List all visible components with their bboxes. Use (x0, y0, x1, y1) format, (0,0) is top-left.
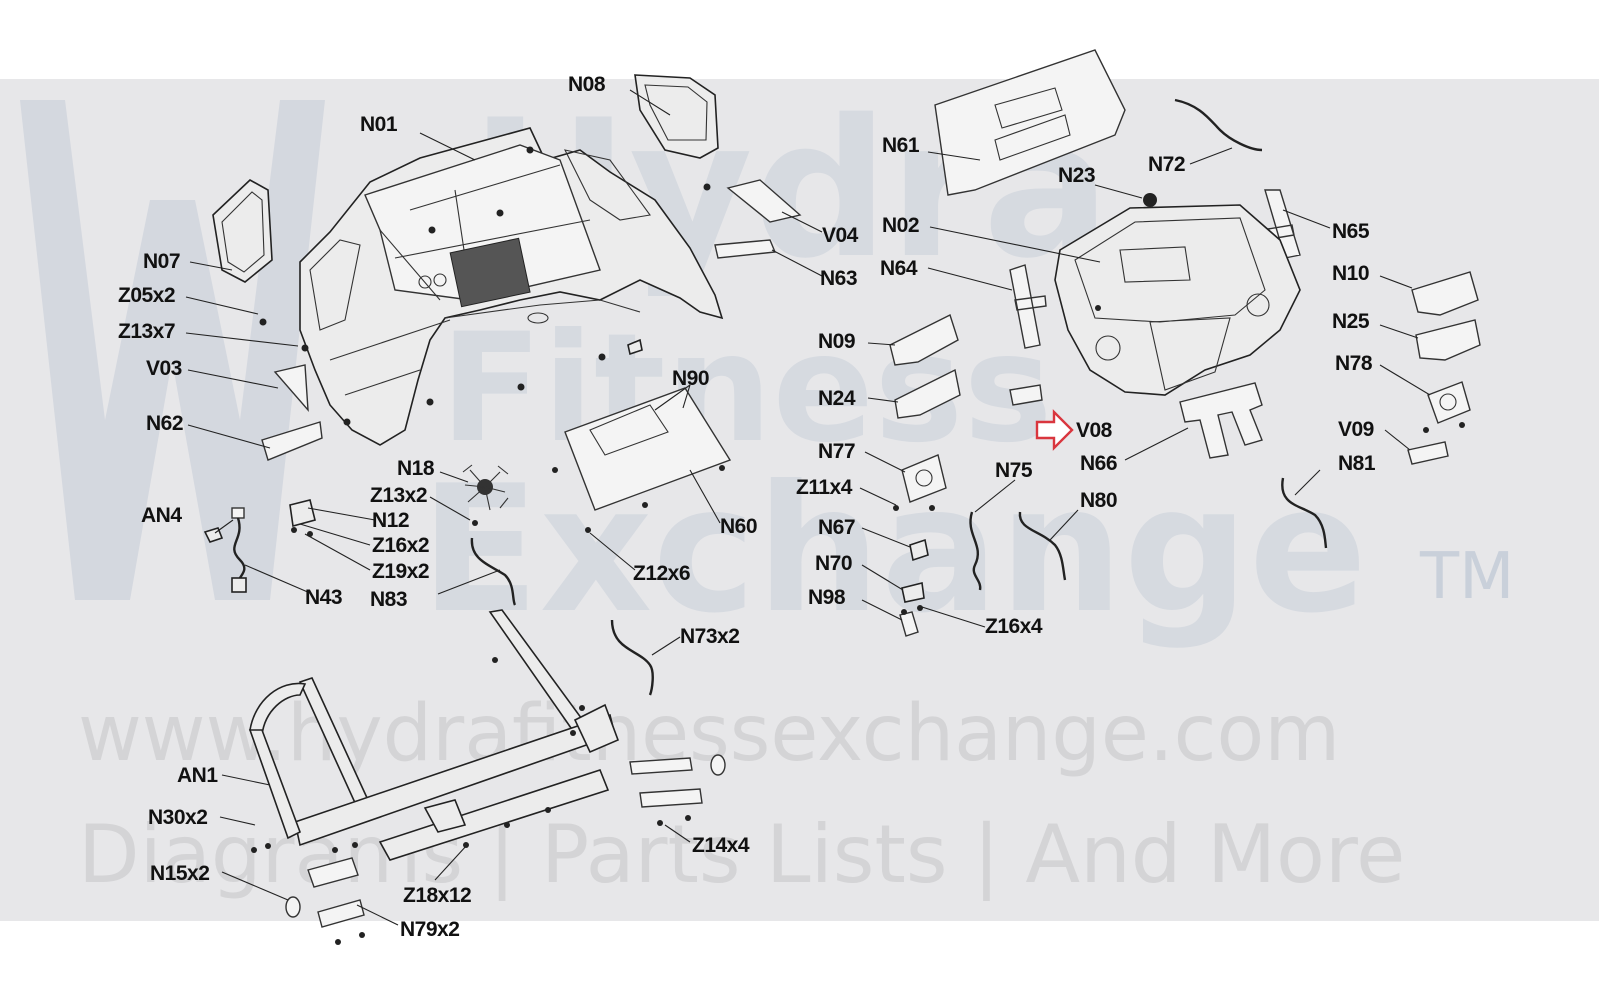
part-n09 (889, 314, 959, 366)
part-n61-overlay (934, 49, 1126, 196)
watermark-line3: Exchange (420, 449, 1367, 652)
label-n09: N09 (818, 330, 855, 353)
label-n90: N90 (672, 367, 709, 390)
part-n60-board (564, 338, 732, 511)
screws (251, 146, 1465, 945)
label-z11x4: Z11x4 (796, 476, 853, 499)
part-n75-cable (969, 511, 982, 591)
label-n61: N61 (882, 134, 920, 157)
label-n80: N80 (1080, 489, 1117, 512)
label-n67: N67 (818, 516, 855, 539)
label-z16x4: Z16x4 (985, 615, 1043, 638)
part-n78 (1427, 381, 1471, 424)
part-n02-console (1054, 204, 1301, 396)
label-n98: N98 (808, 586, 846, 609)
label-n25: N25 (1332, 310, 1370, 333)
label-n60: N60 (720, 515, 757, 538)
label-z16x2: Z16x2 (372, 534, 429, 557)
label-z13x7: Z13x7 (118, 320, 175, 343)
part-an1-frame (248, 609, 620, 861)
label-n08: N08 (568, 73, 606, 96)
part-z14-a (629, 757, 693, 775)
label-n70: N70 (815, 552, 852, 575)
part-endcap (710, 754, 726, 776)
label-n23: N23 (1058, 164, 1095, 187)
part-v03 (273, 364, 309, 413)
label-n24: N24 (818, 387, 856, 410)
part-n62 (261, 421, 323, 461)
label-n43: N43 (305, 586, 342, 609)
watermark-url: www.hydrafitnessexchange.com (78, 689, 1340, 779)
label-n18: N18 (397, 457, 435, 480)
label-n07: N07 (143, 250, 180, 273)
part-n07-cup (212, 179, 273, 283)
label-v03: V03 (146, 357, 182, 380)
part-n77 (901, 454, 947, 503)
label-n79x2: N79x2 (400, 918, 459, 941)
part-n83-cable (470, 537, 517, 606)
part-v08 (1009, 384, 1043, 406)
part-n73-cable (610, 619, 654, 696)
label-v09: V09 (1338, 418, 1374, 441)
label-n15x2: N15x2 (150, 862, 209, 885)
part-n25 (1415, 319, 1481, 361)
label-v04: V04 (822, 224, 859, 247)
label-v08: V08 (1076, 419, 1113, 442)
part-n98 (899, 611, 919, 637)
part-n79-b (317, 899, 365, 928)
label-n02: N02 (882, 214, 919, 237)
label-n72: N72 (1148, 153, 1185, 176)
part-n08-cup (634, 74, 719, 159)
label-n65: N65 (1332, 220, 1370, 243)
label-z19x2: Z19x2 (372, 560, 429, 583)
label-z18x12: Z18x12 (403, 884, 471, 907)
part-v04 (726, 179, 802, 223)
label-n10: N10 (1332, 262, 1369, 285)
label-n78: N78 (1335, 352, 1373, 375)
leader-lines (185, 89, 1431, 926)
label-z14x4: Z14x4 (692, 834, 750, 857)
part-z14-b (639, 788, 703, 808)
part-n12-bracket (289, 499, 316, 528)
label-n63: N63 (820, 267, 857, 290)
part-n15 (285, 896, 301, 918)
label-n75: N75 (995, 459, 1033, 482)
part-n72-cable (1174, 98, 1263, 152)
label-n30x2: N30x2 (148, 806, 207, 829)
label-n01: N01 (360, 113, 398, 136)
label-z05x2: Z05x2 (118, 284, 175, 307)
part-labels: N01 N08 N07 Z05x2 Z13x7 V03 N62 AN4 N43 … (118, 73, 1376, 941)
part-n66 (1179, 382, 1263, 459)
part-n67 (909, 538, 929, 562)
part-n80-cable (1018, 511, 1067, 581)
part-n64 (1009, 264, 1047, 349)
right-arrow-icon (1035, 409, 1074, 451)
part-v09 (1407, 441, 1449, 465)
part-n79-a (307, 857, 359, 888)
part-n24 (894, 368, 961, 419)
label-n77: N77 (818, 440, 855, 463)
label-n66: N66 (1080, 452, 1117, 475)
part-n23-knob (1143, 193, 1157, 207)
watermark-trademark: TM (1419, 540, 1514, 614)
label-z12x6: Z12x6 (633, 562, 690, 585)
watermark: Hydra Fitness Exchange TM www.hydrafitne… (20, 79, 1514, 902)
part-n70 (901, 582, 925, 603)
label-z13x2: Z13x2 (370, 484, 427, 507)
part-n01-console-housing (299, 127, 724, 446)
label-n83: N83 (370, 588, 407, 611)
label-n62: N62 (146, 412, 183, 435)
label-n73x2: N73x2 (680, 625, 739, 648)
part-n10 (1411, 271, 1479, 316)
label-n64: N64 (880, 257, 918, 280)
label-n81: N81 (1338, 452, 1376, 475)
label-an4: AN4 (141, 504, 182, 527)
watermark-logo-icon (20, 100, 325, 600)
label-n12: N12 (372, 509, 409, 532)
part-n18-fan (462, 464, 509, 511)
label-an1: AN1 (177, 764, 218, 787)
part-n81-cable (1281, 477, 1328, 549)
